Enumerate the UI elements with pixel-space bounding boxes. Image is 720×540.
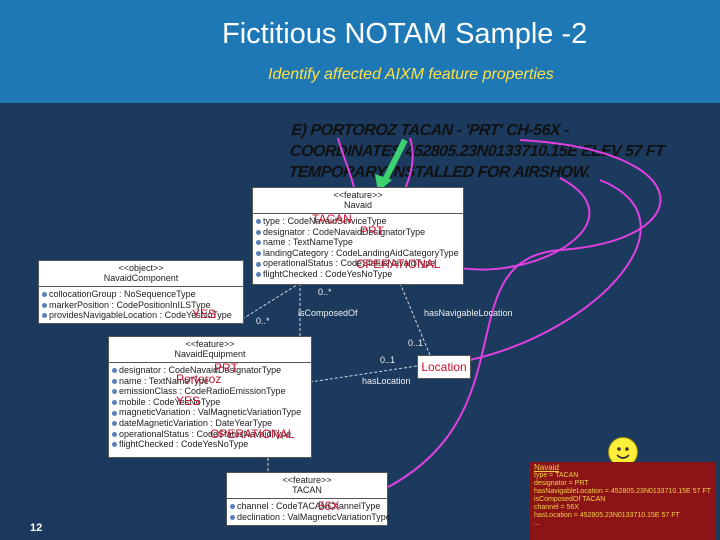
encoding-summary-box: Navaid type = TACAN designator = PRT has… <box>530 462 716 540</box>
attr-declination: declination : ValMagneticVariationType <box>230 512 391 523</box>
attr-channel: channel : CodeTACANChannelType <box>230 501 384 512</box>
attr-mobile: mobile : CodeYesNoType <box>112 397 308 408</box>
class-name: NavaidEquipment <box>109 349 311 363</box>
arrow-airshow <box>459 177 591 271</box>
summary-line: hasNavigableLocation = 452805.23N0133710… <box>534 488 711 495</box>
stereotype-label: <<feature>> <box>185 339 235 349</box>
summary-line: type = TACAN <box>534 472 579 479</box>
class-name: NavaidComponent <box>39 273 243 287</box>
page-title: Fictitious NOTAM Sample -2 <box>222 18 588 50</box>
stereotype-label: <<object>> <box>118 263 164 273</box>
attr-name: name : TextNameType <box>256 237 460 248</box>
assoc-label-has-navigable-location: hasNavigableLocation <box>424 308 513 318</box>
uml-class-navaid: <<feature>> Navaid type : CodeNavaidServ… <box>252 187 464 285</box>
assoc-label-has-location: hasLocation <box>362 376 411 386</box>
attr-landing-category: landingCategory : CodeLandingAidCategory… <box>256 248 460 259</box>
attr-flight-checked: flightChecked : CodeYesNoType <box>256 269 460 280</box>
multiplicity-label: 0..1 <box>408 338 424 348</box>
summary-line: ... <box>534 520 540 527</box>
attr-marker-position: markerPosition : CodePositionInILSType <box>42 300 240 311</box>
attr-date-magnetic-variation: dateMagneticVariation : DateYearType <box>112 418 308 429</box>
multiplicity-label: 0..* <box>256 316 270 326</box>
location-label: Location <box>421 360 467 374</box>
value-navaid-designator: PRT <box>360 224 384 238</box>
value-provides-navigable-location: YES <box>192 307 217 321</box>
attr-collocation-group: collocationGroup : NoSequenceType <box>42 289 240 300</box>
attr-designator: designator : CodeNavaidDesignatorType <box>112 365 308 376</box>
class-name: Navaid <box>253 200 463 214</box>
value-navaid-type: TACAN <box>312 212 352 226</box>
summary-heading: Navaid <box>534 463 559 472</box>
uml-class-navaid-component: <<object>> NavaidComponent collocationGr… <box>38 260 244 324</box>
multiplicity-label: 0..1 <box>380 355 396 365</box>
value-tacan-channel: 56X <box>318 499 340 513</box>
attr-type: type : CodeNavaidServiceType <box>256 216 460 227</box>
assoc-line-composed <box>243 282 301 319</box>
value-navaid-status: OPERATIONAL <box>356 257 441 271</box>
assoc-line-navloc <box>399 282 431 356</box>
page-subtitle: Identify affected AIXM feature propertie… <box>268 66 554 83</box>
summary-line: isComposedOf TACAN <box>534 496 606 503</box>
summary-line: channel = 56X <box>534 504 579 511</box>
value-equipment-designator: PRT <box>214 361 238 375</box>
page-number: 12 <box>30 522 43 534</box>
arrow-temporary <box>382 138 408 182</box>
attr-provides-navigable-location: providesNavigableLocation : CodeYesNoTyp… <box>42 310 240 321</box>
attr-magnetic-variation: magneticVariation : ValMagneticVariation… <box>112 407 308 418</box>
summary-line: designator = PRT <box>534 480 589 487</box>
value-equipment-name: Portoroz <box>176 372 222 386</box>
class-name: TACAN <box>227 485 387 499</box>
uml-class-tacan: <<feature>> TACAN channel : CodeTACANCha… <box>226 472 391 526</box>
uml-class-navaid-equipment: <<feature>> NavaidEquipment designator :… <box>108 336 312 458</box>
value-equipment-mobile: YES <box>176 394 201 408</box>
multiplicity-label: 0..* <box>318 287 332 297</box>
attr-operational-status: operationalStatus : CodeStatusNavaidType <box>112 429 308 440</box>
arrow-location <box>469 179 642 361</box>
attr-emission-class: emissionClass : CodeRadioEmissionType <box>112 386 308 397</box>
assoc-label-is-composed-of: isComposedOf <box>298 308 358 318</box>
uml-class-location: Location <box>417 355 471 379</box>
header-bar: Fictitious NOTAM Sample -2 Identify affe… <box>0 0 720 103</box>
attr-name: name : TextNameType <box>112 376 308 387</box>
assoc-line-loc <box>309 365 418 383</box>
summary-line: hasLocation = 452805.23N0133710.15E 57 F… <box>534 512 680 519</box>
stereotype-label: <<feature>> <box>282 475 332 485</box>
attr-operational-status: operationalStatus : CodeStatusNavaidType <box>256 258 460 269</box>
attr-flight-checked: flightChecked : CodeYesNoType <box>112 439 308 450</box>
attr-designator: designator : CodeNavaidDesignatorType <box>256 227 460 238</box>
stereotype-label: <<feature>> <box>333 190 383 200</box>
value-equipment-status: OPERATIONAL <box>210 427 295 441</box>
